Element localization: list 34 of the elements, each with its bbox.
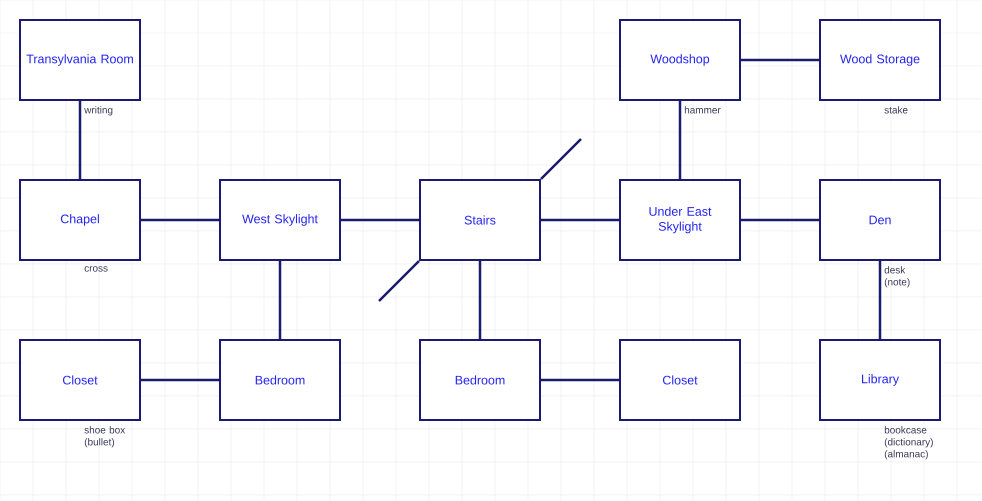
item-note: cross bbox=[84, 266, 108, 272]
connector-line bbox=[78, 100, 82, 179]
room-box: Den bbox=[819, 178, 941, 261]
room-box: Wood Storage bbox=[819, 19, 941, 101]
connector-line bbox=[141, 378, 219, 382]
room-box: Closet bbox=[19, 338, 141, 421]
connector-line bbox=[541, 378, 619, 382]
room-box: Transylvania Room bbox=[19, 19, 141, 101]
item-note: stake bbox=[884, 106, 908, 114]
connector-line bbox=[541, 218, 619, 222]
connector-line bbox=[141, 218, 219, 222]
room-box: Closet bbox=[619, 338, 741, 421]
item-note: bookcase (dictionary) (almanac) bbox=[884, 426, 933, 460]
connector-line bbox=[741, 58, 819, 62]
item-note: desk (note) bbox=[884, 266, 910, 288]
item-note: hammer bbox=[684, 106, 721, 114]
item-note: shoe box (bullet) bbox=[84, 426, 126, 448]
connector-line bbox=[278, 260, 282, 339]
room-box: Stairs bbox=[419, 178, 541, 261]
connector-line bbox=[378, 260, 420, 302]
connector-line bbox=[878, 260, 882, 339]
connector-line bbox=[540, 138, 582, 180]
room-box: West Skylight bbox=[219, 178, 341, 261]
room-box: Bedroom bbox=[219, 338, 341, 421]
room-box: Chapel bbox=[19, 178, 141, 261]
room-box: Woodshop bbox=[619, 19, 741, 101]
room-box: Library bbox=[819, 338, 941, 421]
room-box: Bedroom bbox=[419, 338, 541, 421]
connector-line bbox=[478, 260, 482, 339]
connector-line bbox=[741, 218, 819, 222]
item-note: writing bbox=[84, 106, 112, 116]
connector-line bbox=[678, 100, 682, 179]
connector-line bbox=[341, 218, 419, 222]
room-box: Under East Skylight bbox=[619, 178, 741, 261]
